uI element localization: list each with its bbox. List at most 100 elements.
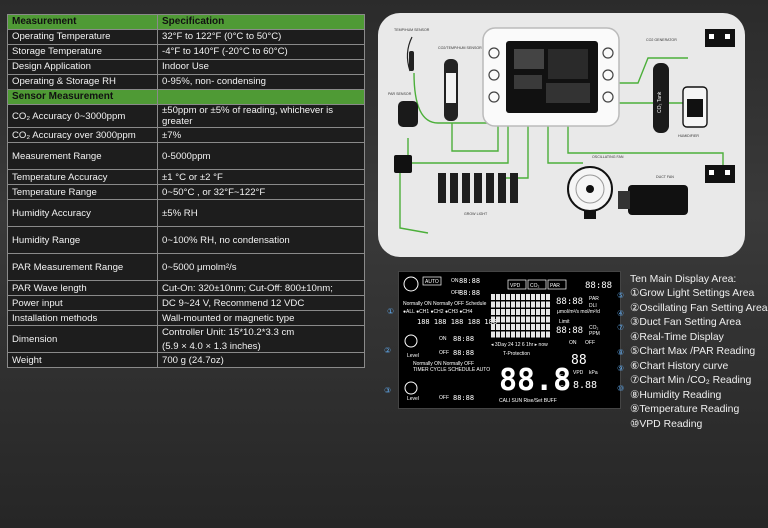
lcd-deg-c: °C xyxy=(558,385,564,391)
lcd-level-label-2: Level xyxy=(407,396,419,402)
lcd-off-label-1: OFF xyxy=(451,290,461,296)
chart-cell xyxy=(546,301,550,308)
lcd-seg-par: 88:88 xyxy=(556,297,583,307)
lcd-par-label: PAR xyxy=(589,296,599,302)
grow-light-icon: GROW LIGHT xyxy=(438,173,518,216)
wire-power xyxy=(399,168,429,234)
chart-cell xyxy=(526,294,530,300)
spec-label-cell: PAR Wave length xyxy=(7,280,158,297)
chart-cell xyxy=(501,309,505,315)
tab-par: PAR xyxy=(550,283,560,289)
chart-cell xyxy=(511,331,515,338)
chart-cell xyxy=(501,301,505,308)
chart-cell xyxy=(526,309,530,315)
lcd-channels-row: ●ALL ●CH1 ●CH2 ●CH3 ●CH4 xyxy=(403,309,473,315)
legend-title: Ten Main Display Area: xyxy=(630,274,737,285)
spec-label-cell: PAR Measurement Range xyxy=(7,253,158,282)
spec-row: CO₂ Accuracy over 3000ppm±7% xyxy=(7,127,365,144)
callout-marker: ③ xyxy=(384,386,391,395)
spec-label-cell: Installation methods xyxy=(7,310,158,327)
lcd-seg-time-4: 88:88 xyxy=(453,349,474,357)
legend-item: ⑧Humidity Reading xyxy=(630,389,722,401)
chart-cell xyxy=(506,331,510,338)
wire-grow-light xyxy=(498,125,529,179)
chart-cell xyxy=(501,316,505,323)
chart-cell xyxy=(541,331,545,338)
chart-cell xyxy=(541,324,545,330)
chart-cell xyxy=(546,294,550,300)
wire-temp-sensor xyxy=(413,72,488,124)
lcd-t-protection: T-Protection xyxy=(503,351,530,357)
lcd-kpa-label: kPa xyxy=(589,370,598,376)
spec-label-cell: Weight xyxy=(7,352,158,369)
spec-label-cell: Operating & Storage RH xyxy=(7,74,158,90)
controller-unit xyxy=(482,27,620,127)
spec-value-cell: 0-5000ppm xyxy=(157,142,365,171)
par-sensor-label: PAR SENSOR xyxy=(388,92,412,96)
outlet-mid-right-icon xyxy=(705,165,735,183)
chart-cell xyxy=(496,309,500,315)
spec-value-cell: Indoor Use xyxy=(157,59,365,75)
spec-label-cell: Humidity Range xyxy=(7,226,158,255)
spec-header-row: Sensor Measurement xyxy=(7,89,365,105)
chart-cell xyxy=(491,331,495,338)
lcd-seg-humidity: 88 xyxy=(571,353,587,368)
lcd-seg-time-1: 88:88 xyxy=(459,277,480,285)
chart-cell xyxy=(546,316,550,323)
chart-cell xyxy=(541,316,545,323)
display-area-legend: Ten Main Display Area: ①Grow Light Setti… xyxy=(630,274,768,432)
spec-row: Humidity Accuracy±5% RH xyxy=(7,199,365,228)
fan-lcd-icon xyxy=(404,334,418,348)
spec-value-cell: 0~50°C , or 32°F~122°F xyxy=(157,184,365,201)
legend-item: ⑦Chart Min /CO₂ Reading xyxy=(630,375,752,386)
lcd-on-label-1: ON xyxy=(451,278,459,284)
spec-value-cell: 0-95%, non- condensing xyxy=(157,74,365,90)
lcd-level-label-1: Level xyxy=(407,353,419,359)
spec-value-cell: ±7% xyxy=(157,127,365,144)
legend-item: ⑤Chart Max /PAR Reading xyxy=(630,346,756,357)
lcd-co2-label: CO₂ xyxy=(589,325,599,331)
lcd-off-label-3: OFF xyxy=(439,395,449,401)
lcd-seg-time-3: 88:88 xyxy=(453,335,474,343)
legend-item: ⑩VPD Reading xyxy=(630,418,703,430)
spec-value: 0-5000ppm xyxy=(162,150,211,162)
legend-item: ①Grow Light Settings Area xyxy=(630,288,755,299)
spec-value: Specification xyxy=(162,16,225,28)
spec-value: 0~5000 μmolm²/s xyxy=(162,261,237,273)
chart-cell xyxy=(516,301,520,308)
chart-cell xyxy=(521,309,525,315)
grow-light-lcd-icon xyxy=(403,276,419,292)
chart-cell xyxy=(536,309,540,315)
wire-co2-sensor xyxy=(451,123,499,152)
legend-item: ⑥Chart History curve xyxy=(630,360,729,372)
chart-cell xyxy=(536,294,540,300)
chart-cell xyxy=(526,316,530,323)
chart-cell xyxy=(511,294,515,300)
chart-cell xyxy=(531,309,535,315)
spec-value: 0-95%, non- condensing xyxy=(162,76,267,88)
chart-cell xyxy=(546,324,550,330)
legend-item: ③Duct Fan Setting Area xyxy=(630,317,741,328)
callout-marker: ② xyxy=(384,346,391,355)
chart-cell xyxy=(506,316,510,323)
lcd-vpd-label: VPD xyxy=(573,370,584,376)
lcd-display-panel: AUTO ON 88:88 OFF 88:88 Normally ON Norm… xyxy=(398,271,621,409)
spec-row: Storage Temperature-4°F to 140°F (-20°C … xyxy=(7,44,365,60)
connection-diagram-svg: TEMP/HUM SENSOR CO2/TEMP/HUM SENSOR PAR … xyxy=(388,27,735,234)
chart-cell xyxy=(531,301,535,308)
spec-value-cell: DC 9~24 V, Recommend 12 VDC xyxy=(157,295,365,312)
chart-cell xyxy=(541,294,545,300)
lcd-seg-vpd: 8.88 xyxy=(573,380,597,391)
callout-marker: ① xyxy=(387,307,394,316)
chart-cell xyxy=(506,301,510,308)
spec-label-cell: CO₂ Accuracy 0~3000ppm xyxy=(7,103,158,129)
lcd-on-label-2: ON xyxy=(439,336,447,342)
chart-cell xyxy=(521,316,525,323)
spec-label-cell: Power input xyxy=(7,295,158,312)
chart-cell xyxy=(491,309,495,315)
lcd-seg-channels: 188 188 188 188 188 xyxy=(417,318,497,326)
tab-vpd: VPD xyxy=(510,283,521,289)
